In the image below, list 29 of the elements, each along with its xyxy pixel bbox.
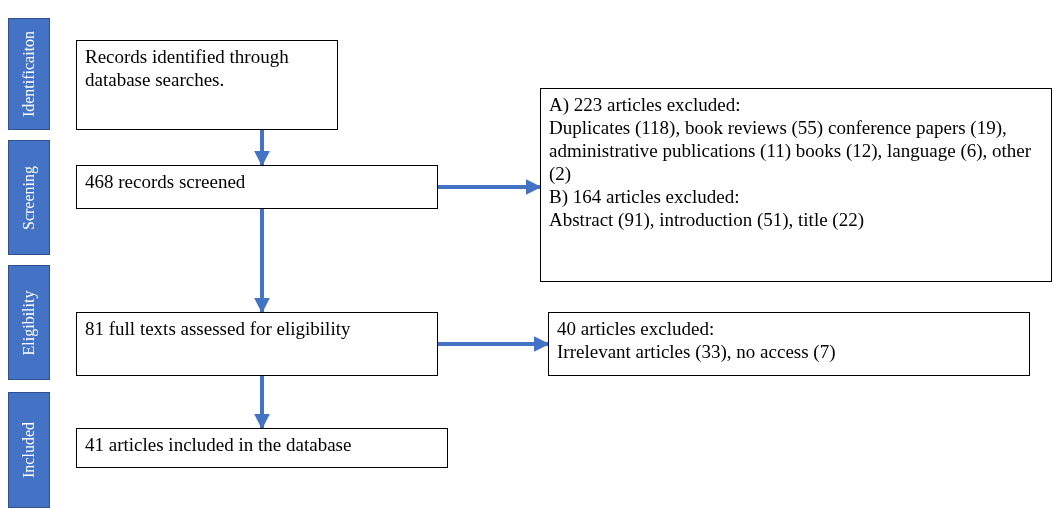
box-text: 468 records screened <box>85 170 247 193</box>
stage-label: Eligibility <box>19 290 39 355</box>
box-text: 81 full texts assessed for eligibility <box>85 317 352 340</box>
process-box <box>548 312 1030 376</box>
arrow <box>254 130 270 167</box>
process-box <box>540 88 1052 282</box>
box-text: A) 223 articles excluded: <box>549 93 742 116</box>
box-text: Duplicates (118), book reviews (55) conference papers (19), administrative publications (11) books (12), language (6), other (2) <box>549 116 1033 185</box>
arrow <box>438 179 542 195</box>
box-text: Irrelevant articles (33), no access (7) <box>557 340 837 363</box>
stage-band <box>8 392 50 508</box>
box-text: 41 articles included in the database <box>85 433 353 456</box>
stage-band <box>8 265 50 380</box>
stage-label: Identificaiton <box>19 30 38 118</box>
arrow <box>438 336 550 352</box>
box-text: Abstract (91), introduction (51), title (22) <box>549 208 865 231</box>
process-box <box>76 165 438 209</box>
process-box <box>76 428 448 468</box>
arrow <box>254 209 270 314</box>
arrow <box>254 376 270 430</box>
stage-band <box>8 18 50 130</box>
process-box <box>76 312 438 376</box>
stage-label: Included <box>19 422 38 478</box>
box-text: B) 164 articles excluded: <box>549 185 741 208</box>
box-text: 40 articles excluded: <box>557 317 716 340</box>
process-box <box>76 40 338 130</box>
stage-label: Screening <box>19 165 39 230</box>
box-text: Records identified through database searches. <box>85 45 290 91</box>
stage-band <box>8 140 50 255</box>
